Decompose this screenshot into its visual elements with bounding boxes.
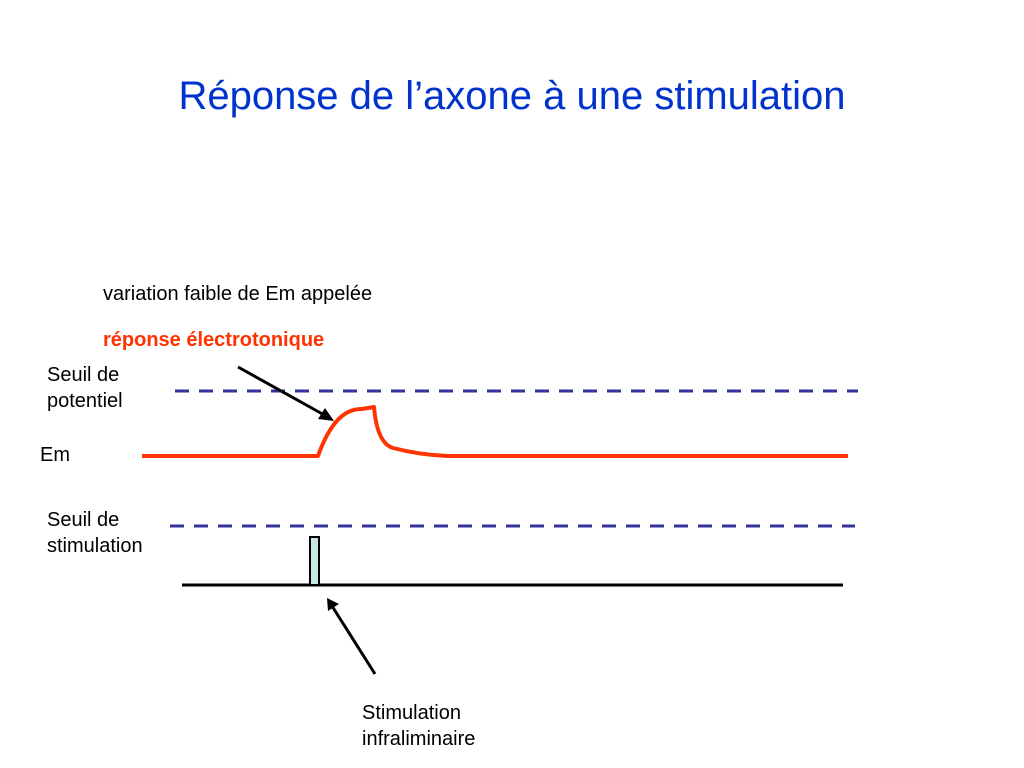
membrane-potential-trace — [142, 405, 848, 458]
label-seuil-potentiel-line-2: potentiel — [47, 390, 123, 412]
caption-variation-text: variation faible de Em appelée — [103, 283, 373, 305]
label-seuil-potentiel: Seuil de potentiel — [47, 362, 123, 414]
arrow-to-response — [237, 365, 334, 421]
label-seuil-stimulation-line-2: stimulation — [47, 535, 143, 557]
label-seuil-stimulation-line-1: Seuil de — [47, 509, 120, 531]
label-stimulation-infraliminaire: Stimulation infraliminaire — [362, 700, 475, 752]
stimulus-pulse-bar — [309, 536, 320, 586]
label-em: Em — [40, 444, 70, 466]
label-seuil-stimulation: Seuil de stimulation — [47, 507, 143, 559]
label-seuil-potentiel-line-1: Seuil de — [47, 364, 120, 386]
slide-title: Réponse de l’axone à une stimulation — [178, 74, 846, 118]
label-stimulation-line-1: Stimulation — [362, 702, 461, 724]
label-stimulation-line-2: infraliminaire — [362, 728, 476, 750]
arrow-to-stimulus — [327, 598, 377, 675]
caption-response-electrotonique: réponse électrotonique — [103, 329, 325, 351]
